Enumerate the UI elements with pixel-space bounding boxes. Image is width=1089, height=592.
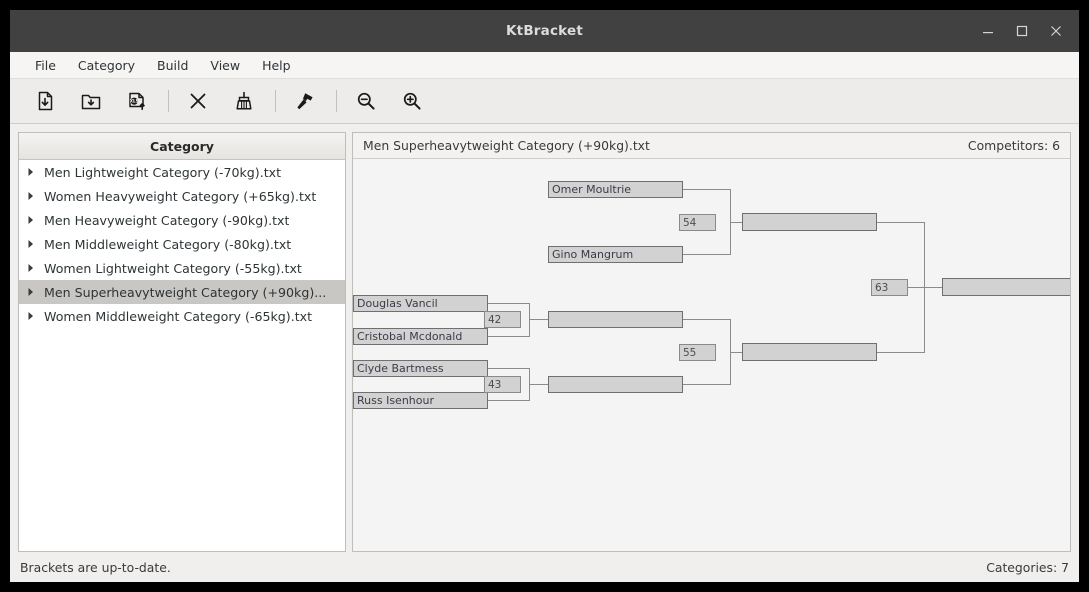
sidebar-item-men-superheavyweight[interactable]: Men Superheavytweight Category (+90kg)..…: [19, 280, 345, 304]
connector-line: [488, 400, 530, 401]
menu-item-build[interactable]: Build: [157, 57, 189, 73]
menu-item-file[interactable]: File: [35, 57, 56, 73]
match-number-box[interactable]: 54: [679, 214, 716, 231]
sidebar-item-label: Women Lightweight Category (-55kg).txt: [44, 260, 302, 276]
window-title: KtBracket: [506, 23, 583, 39]
status-message: Brackets are up-to-date.: [20, 559, 171, 575]
connector-line: [877, 352, 925, 353]
chevron-right-icon: [27, 287, 41, 297]
connector-line: [683, 384, 731, 385]
bracket-header: Men Superheavytweight Category (+90kg).t…: [353, 133, 1070, 159]
sidebar-item-women-heavyweight[interactable]: Women Heavyweight Category (+65kg).txt: [19, 184, 345, 208]
competitor-node[interactable]: Cristobal Mcdonald: [353, 328, 488, 345]
competitor-node[interactable]: Clyde Bartmess: [353, 360, 488, 377]
toolbar-separator: [336, 90, 337, 112]
hammer-build-icon[interactable]: [286, 84, 324, 118]
chevron-right-icon: [27, 239, 41, 249]
connector-line: [683, 254, 731, 255]
connector-line: [529, 384, 553, 385]
winner-slot-node[interactable]: [548, 311, 683, 328]
zoom-in-icon[interactable]: [393, 84, 431, 118]
connector-line: [730, 222, 747, 223]
connector-line: [529, 303, 530, 337]
zoom-out-icon[interactable]: [347, 84, 385, 118]
champion-slot-node[interactable]: [942, 278, 1070, 296]
sidebar-item-women-middleweight[interactable]: Women Middleweight Category (-65kg).txt: [19, 304, 345, 328]
connector-line: [488, 368, 530, 369]
toolbar: XLS: [10, 79, 1079, 124]
winner-slot-node[interactable]: [742, 213, 877, 231]
bracket-title: Men Superheavytweight Category (+90kg).t…: [363, 138, 650, 153]
content-area: Category Men Lightweight Category (-70kg…: [10, 124, 1079, 552]
competitors-count: Competitors: 6: [967, 138, 1060, 153]
minimize-icon[interactable]: [971, 10, 1005, 52]
competitor-node[interactable]: Omer Moultrie: [548, 181, 683, 198]
categories-count: Categories: 7: [986, 559, 1069, 575]
match-number-box[interactable]: 63: [871, 279, 908, 296]
competitor-node[interactable]: Douglas Vancil: [353, 295, 488, 312]
close-icon[interactable]: [1039, 10, 1073, 52]
connector-line: [905, 287, 943, 288]
competitor-node[interactable]: Gino Mangrum: [548, 246, 683, 263]
file-import-icon[interactable]: [26, 84, 64, 118]
menu-bar: File Category Build View Help: [10, 52, 1079, 79]
connector-line: [488, 336, 530, 337]
chevron-right-icon: [27, 191, 41, 201]
chevron-right-icon: [27, 263, 41, 273]
svg-text:XLS: XLS: [130, 99, 139, 104]
menu-item-category[interactable]: Category: [77, 57, 136, 73]
connector-line: [683, 319, 731, 320]
bracket-panel: Men Superheavytweight Category (+90kg).t…: [352, 132, 1071, 552]
window-controls: [971, 10, 1073, 52]
sidebar-item-label: Men Middleweight Category (-80kg).txt: [44, 236, 292, 252]
xls-export-icon[interactable]: XLS: [118, 84, 156, 118]
connector-line: [730, 352, 747, 353]
connector-line: [529, 319, 553, 320]
winner-slot-node[interactable]: [548, 376, 683, 393]
menu-item-help[interactable]: Help: [262, 57, 291, 73]
connector-line: [488, 303, 530, 304]
chevron-right-icon: [27, 311, 41, 321]
title-bar: KtBracket: [10, 10, 1079, 52]
connector-line: [877, 222, 925, 223]
sidebar-item-label: Men Heavyweight Category (-90kg).txt: [44, 212, 290, 228]
match-number-box[interactable]: 43: [484, 376, 521, 393]
sidebar-item-label: Women Middleweight Category (-65kg).txt: [44, 308, 313, 324]
chevron-right-icon: [27, 215, 41, 225]
application-window: KtBracket File Category Build View Help: [10, 10, 1079, 582]
sidebar-item-men-lightweight[interactable]: Men Lightweight Category (-70kg).txt: [19, 160, 345, 184]
connector-line: [683, 189, 731, 190]
bracket-canvas[interactable]: Omer Moultrie Gino Mangrum Douglas Vanci…: [353, 159, 1070, 551]
close-x-icon[interactable]: [179, 84, 217, 118]
toolbar-separator: [168, 90, 169, 112]
maximize-icon[interactable]: [1005, 10, 1039, 52]
competitor-node[interactable]: Russ Isenhour: [353, 392, 488, 409]
sidebar-item-label: Men Superheavytweight Category (+90kg)..…: [44, 284, 327, 300]
winner-slot-node[interactable]: [742, 343, 877, 361]
menu-item-view[interactable]: View: [210, 57, 241, 73]
sidebar-item-men-middleweight[interactable]: Men Middleweight Category (-80kg).txt: [19, 232, 345, 256]
match-number-box[interactable]: 42: [484, 311, 521, 328]
sidebar-item-women-lightweight[interactable]: Women Lightweight Category (-55kg).txt: [19, 256, 345, 280]
chevron-right-icon: [27, 167, 41, 177]
category-list: Men Lightweight Category (-70kg).txt Wom…: [19, 160, 345, 551]
folder-import-icon[interactable]: [72, 84, 110, 118]
broom-clean-icon[interactable]: [225, 84, 263, 118]
category-sidebar: Category Men Lightweight Category (-70kg…: [18, 132, 346, 552]
match-number-box[interactable]: 55: [679, 344, 716, 361]
toolbar-separator: [275, 90, 276, 112]
status-bar: Brackets are up-to-date. Categories: 7: [10, 552, 1079, 582]
sidebar-header: Category: [19, 133, 345, 160]
sidebar-item-label: Men Lightweight Category (-70kg).txt: [44, 164, 282, 180]
sidebar-item-label: Women Heavyweight Category (+65kg).txt: [44, 188, 317, 204]
sidebar-item-men-heavyweight[interactable]: Men Heavyweight Category (-90kg).txt: [19, 208, 345, 232]
